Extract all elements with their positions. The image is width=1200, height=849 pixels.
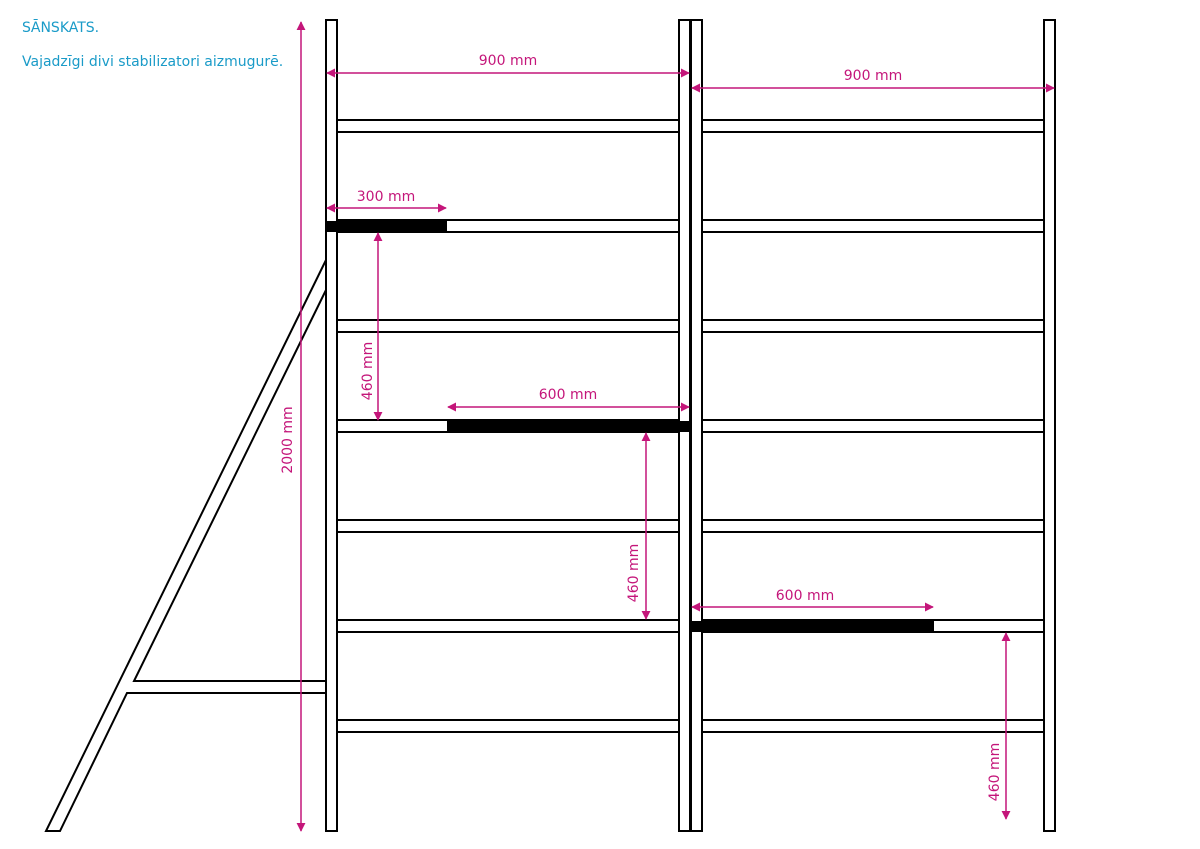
label-platform-1: 300 mm: [357, 189, 415, 205]
stabilizer-outrigger: [44, 259, 327, 832]
left-frame-rungs: [336, 119, 680, 832]
right-frame-inner-upright: [690, 19, 703, 832]
label-gap-1: 460 mm: [360, 342, 376, 400]
right-frame-outer-upright: [1043, 19, 1056, 832]
platform-2: [447, 421, 690, 432]
label-gap-2: 460 mm: [626, 544, 642, 602]
label-platform-3: 600 mm: [776, 588, 834, 604]
page-title: SĀNSKATS.: [22, 20, 100, 36]
label-total-height: 2000 mm: [280, 406, 296, 473]
left-frame-outer-upright: [325, 19, 338, 832]
platform-3: [691, 621, 934, 632]
label-gap-3: 460 mm: [987, 743, 1003, 801]
label-frame-right: 900 mm: [844, 68, 902, 84]
platform-1: [326, 221, 447, 232]
platforms: [326, 221, 934, 632]
label-platform-2: 600 mm: [539, 387, 597, 403]
dimension-labels: 2000 mm 900 mm 900 mm 300 mm 460 mm 600 …: [280, 53, 1003, 801]
stabilizer-note: Vajadzīgi divi stabilizatori aizmugurē.: [22, 54, 284, 70]
dimension-lines: [296, 21, 1055, 832]
label-frame-left: 900 mm: [479, 53, 537, 69]
right-frame-rungs: [701, 119, 1045, 832]
